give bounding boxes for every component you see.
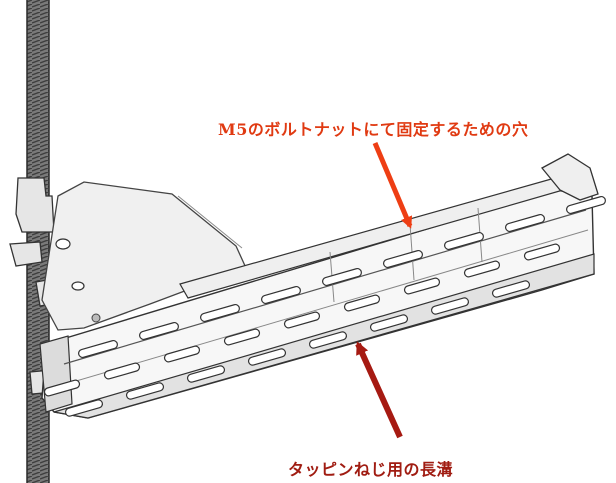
slot-0-6 — [444, 231, 484, 251]
slot-0-1 — [139, 321, 179, 341]
slot-0-5 — [383, 249, 423, 269]
slot-2-0 — [64, 399, 104, 417]
callout-arrow-slot — [355, 341, 403, 439]
bracket-back-plate — [41, 181, 247, 331]
callout-long-slot-label: タッピンねじ用の長溝 — [288, 460, 454, 479]
slot-2-3 — [247, 348, 287, 366]
callout-bolt-hole-label: M5のボルトナットにて固定するための穴 — [218, 120, 529, 139]
slot-1-6 — [403, 277, 441, 295]
slot-0-7 — [505, 213, 545, 233]
slot-1-1 — [103, 362, 141, 380]
slot-0-8 — [566, 195, 606, 215]
slot-0-3 — [261, 285, 301, 305]
slot-0-0 — [78, 339, 118, 359]
slot-2-1 — [125, 382, 165, 400]
slot-array — [43, 195, 606, 417]
slot-1-7 — [463, 260, 501, 278]
slot-0-4 — [322, 267, 362, 287]
slot-2-6 — [430, 297, 470, 315]
callout-arrow-hole — [372, 142, 413, 229]
slot-2-5 — [369, 314, 409, 332]
slot-1-3 — [223, 328, 261, 346]
slot-0-2 — [200, 303, 240, 323]
slot-1-2 — [163, 345, 201, 363]
slot-2-4 — [308, 331, 348, 349]
slot-1-4 — [283, 311, 321, 329]
slot-2-2 — [186, 365, 226, 383]
slot-2-7 — [491, 280, 531, 298]
slot-1-8 — [523, 243, 561, 261]
slot-1-5 — [343, 294, 381, 312]
slot-1-0 — [43, 379, 81, 397]
